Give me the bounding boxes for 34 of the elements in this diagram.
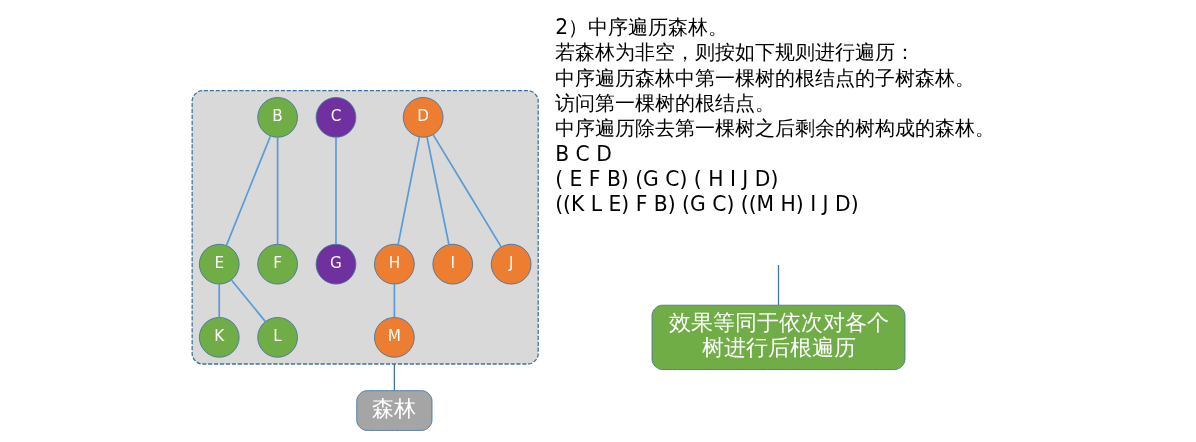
label: ((K L E) F B) (G C) ((M H) I J D) bbox=[554, 192, 859, 217]
node-circle: J bbox=[490, 243, 531, 285]
connector bbox=[393, 283, 395, 319]
label: B C D bbox=[554, 141, 612, 166]
label: 中序遍历除去第一棵树之后剩余的树构成的森林。 bbox=[554, 116, 995, 141]
node-circle: D bbox=[402, 97, 443, 138]
connector bbox=[431, 134, 502, 248]
node-circle: L bbox=[256, 317, 298, 358]
label: 2）中序遍历森林。 bbox=[554, 14, 728, 39]
node-circle: F bbox=[256, 243, 298, 285]
node-box: 效果等同于依次对各个树进行后根遍历 bbox=[651, 304, 905, 370]
label: 若森林为非空，则按如下规则进行遍历： bbox=[554, 40, 915, 65]
connector bbox=[425, 136, 450, 246]
connector bbox=[217, 283, 220, 319]
connector bbox=[334, 136, 337, 246]
node-box: 森林 bbox=[355, 390, 432, 431]
connector bbox=[777, 264, 779, 306]
node-circle: I bbox=[431, 243, 473, 285]
cluster bbox=[191, 90, 539, 365]
connector bbox=[225, 135, 271, 247]
connector bbox=[276, 136, 278, 246]
node-circle: E bbox=[198, 243, 240, 285]
node-circle: M bbox=[373, 317, 415, 358]
node-circle: C bbox=[315, 97, 356, 138]
label: ( E F B) (G C) ( H I J D) bbox=[554, 167, 778, 192]
node-circle: K bbox=[198, 317, 240, 358]
node-circle: G bbox=[315, 243, 356, 285]
node-circle: H bbox=[373, 243, 415, 285]
label: 访问第一棵树的根结点。 bbox=[554, 90, 775, 115]
connector bbox=[230, 279, 266, 323]
connector bbox=[393, 363, 395, 392]
connector bbox=[396, 136, 420, 246]
node-circle: B bbox=[256, 97, 298, 138]
label: 中序遍历森林中第一棵树的根结点的子树森林。 bbox=[554, 65, 975, 90]
